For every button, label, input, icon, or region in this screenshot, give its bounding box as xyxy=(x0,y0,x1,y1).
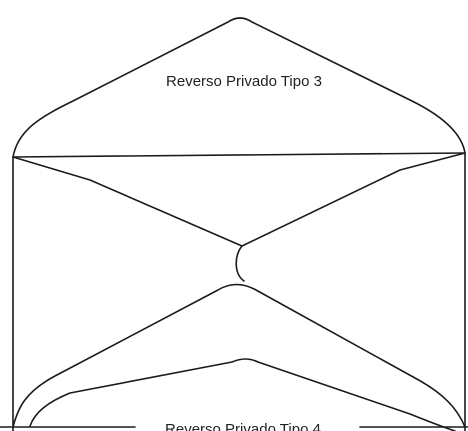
label-type-3: Reverso Privado Tipo 3 xyxy=(166,73,322,90)
inner-bottom-flap xyxy=(12,283,466,428)
inner-left-flap xyxy=(12,156,245,282)
inner-right-flap xyxy=(241,152,466,247)
top-flap-type-3 xyxy=(12,17,466,158)
flap-fold-line xyxy=(12,152,466,158)
top-flap-type-4 xyxy=(29,358,456,431)
type-4-flap-fill xyxy=(30,359,455,431)
label-type-4: Reverso Privado Tipo 4 xyxy=(165,421,321,431)
